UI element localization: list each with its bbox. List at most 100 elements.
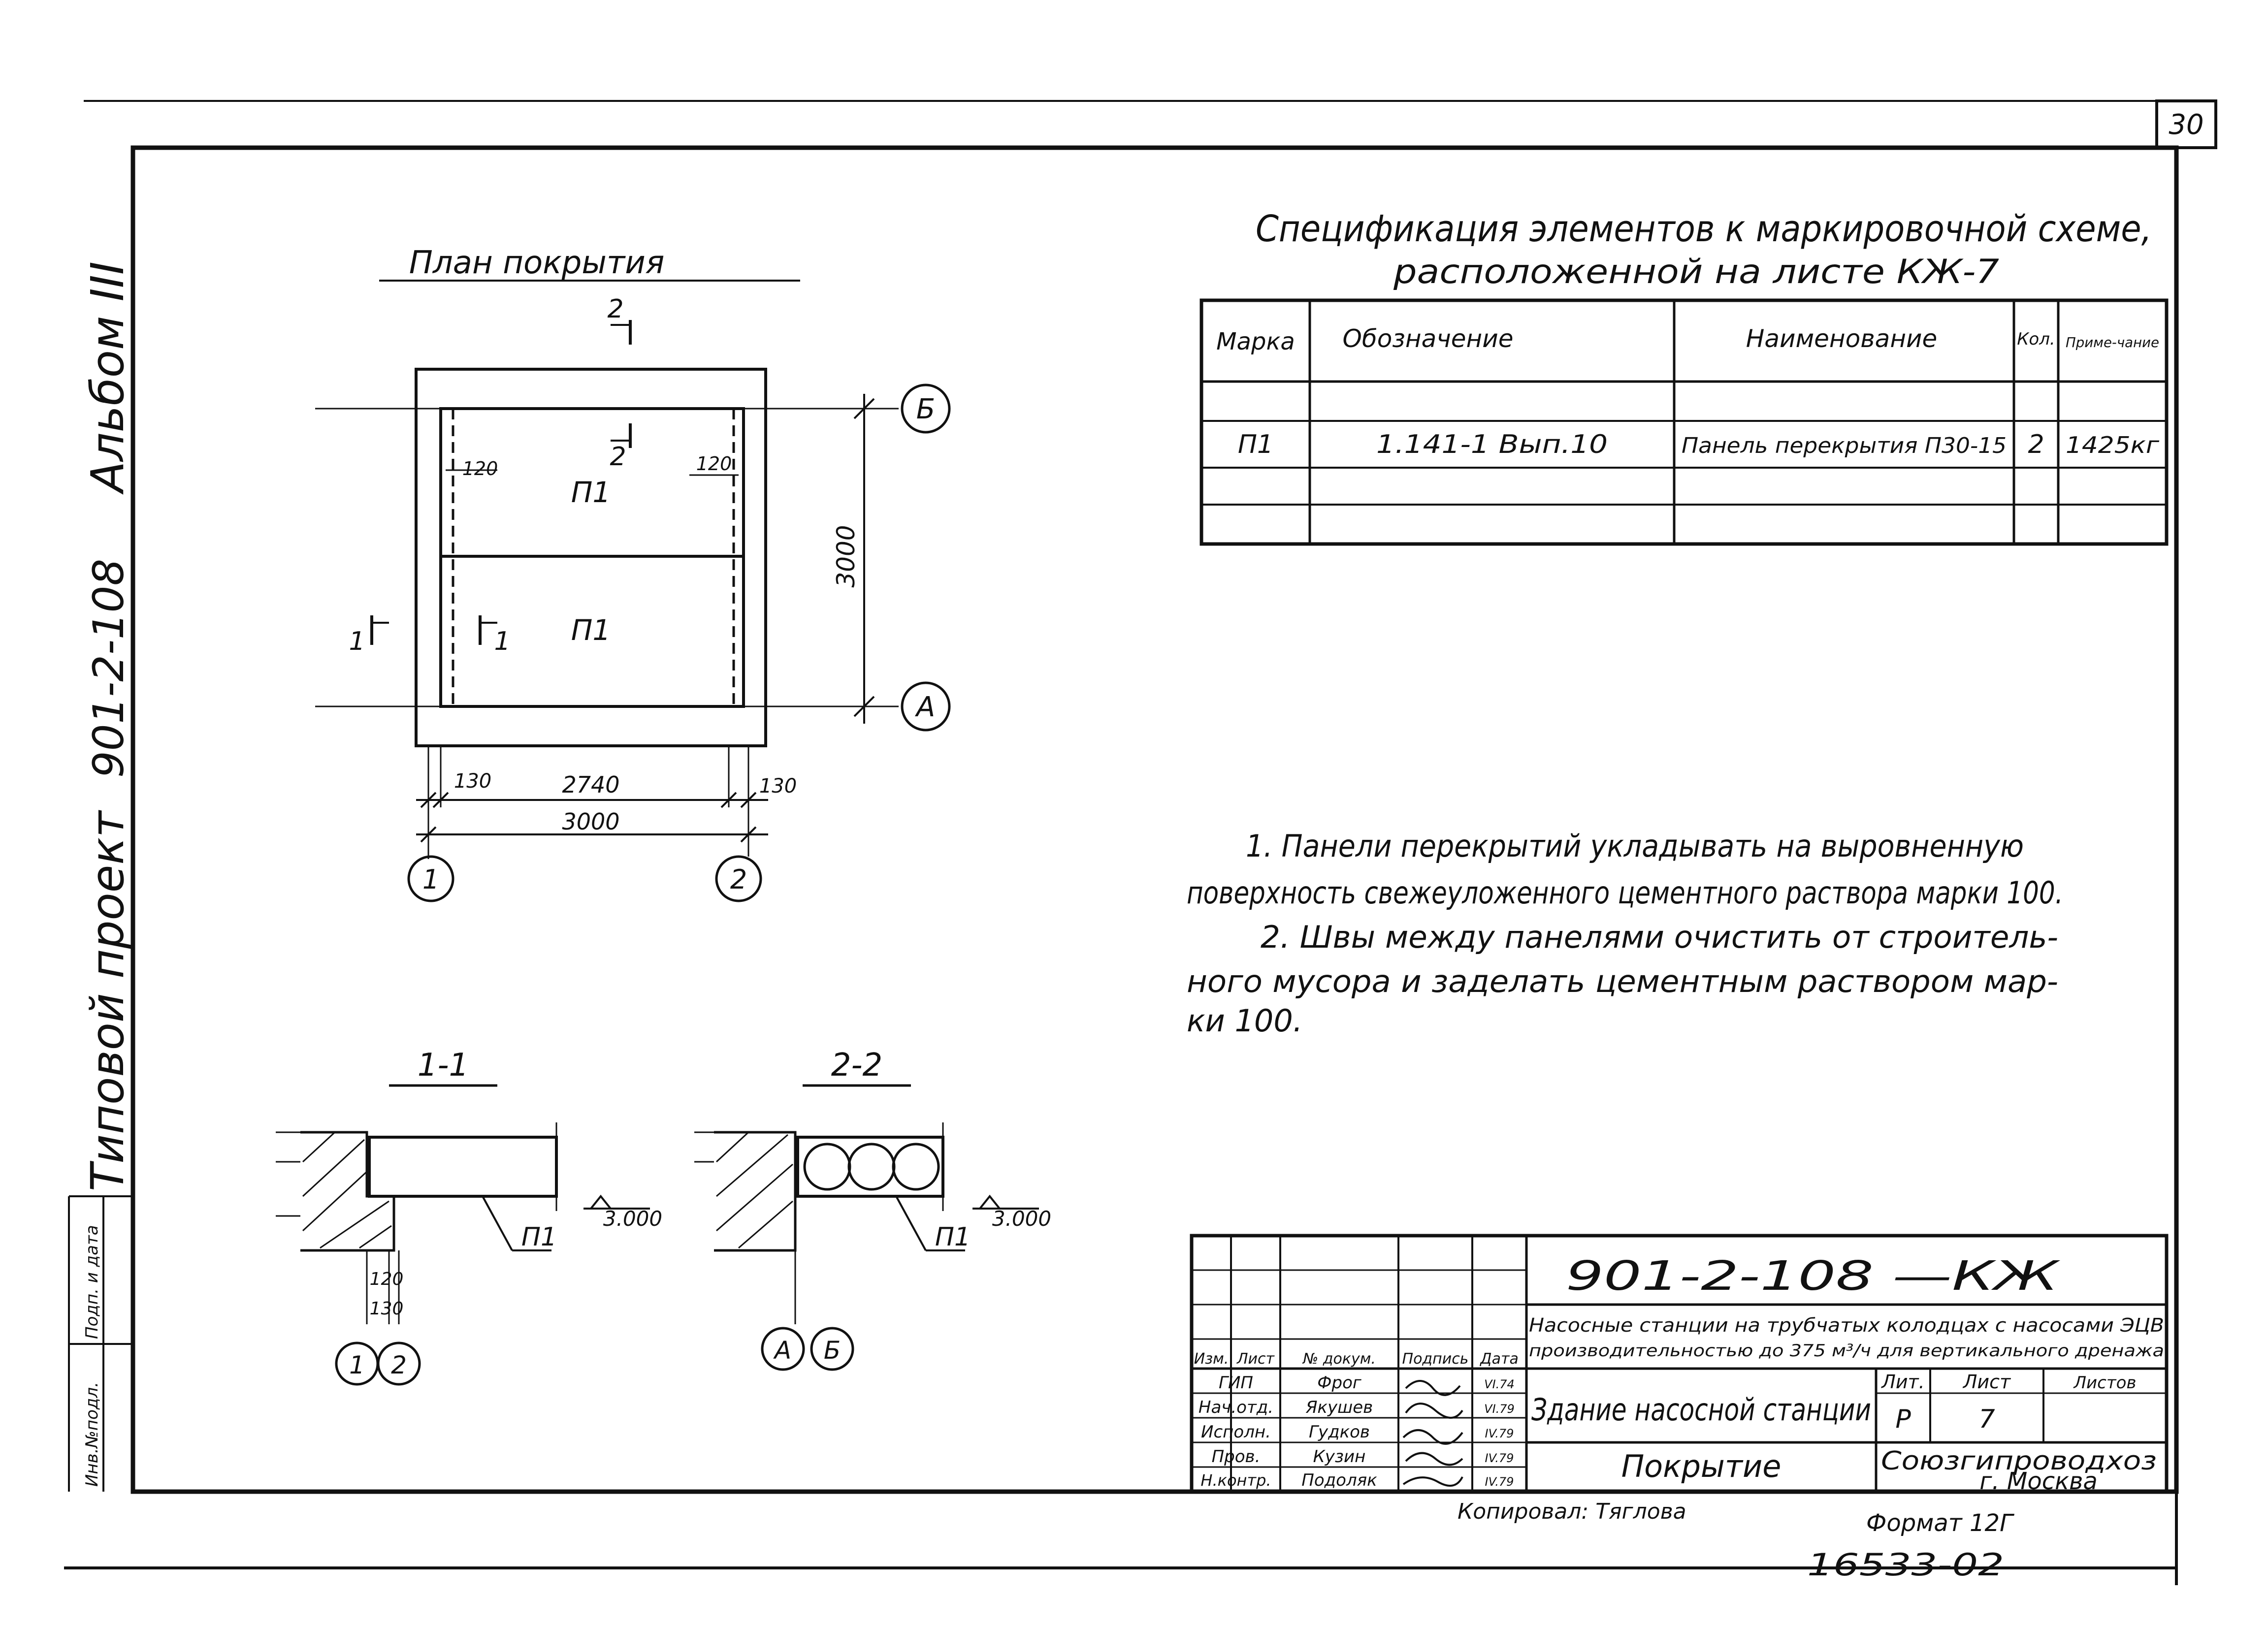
title-sheet-label: Лист xyxy=(1962,1371,2011,1393)
panel-label-upper: П1 xyxy=(571,476,611,509)
title-org-2: г. Москва xyxy=(1979,1468,2098,1495)
staff-role: Н.контр. xyxy=(1200,1471,1271,1490)
note-line: 1. Панели перекрытий укладывать на выров… xyxy=(1246,828,2024,864)
footer-inventory: 16533-02 xyxy=(1807,1547,2004,1583)
signature-scribble xyxy=(1402,1380,1463,1487)
section-1-panel: П1 xyxy=(521,1222,557,1252)
staff-role: Пров. xyxy=(1212,1447,1261,1467)
title-col-header: Подпись xyxy=(1402,1350,1469,1368)
axis-label-b: Б xyxy=(916,393,935,425)
sidebar-album: Альбом III xyxy=(81,261,134,495)
staff-role: Нач.отд. xyxy=(1199,1398,1273,1417)
dim-left-inner: 120 xyxy=(462,458,498,479)
spec-header-note: Приме-чание xyxy=(2066,334,2159,351)
spec-header-name: Наименование xyxy=(1746,324,1938,353)
title-sheet: 7 xyxy=(1978,1405,1995,1434)
plan-wall-outline xyxy=(415,368,767,747)
staff-date: VI.74 xyxy=(1484,1377,1515,1391)
specification: Спецификация элементов к маркировочной с… xyxy=(1199,208,2169,546)
staff-role: ГИП xyxy=(1219,1373,1253,1393)
dim-bottom-mid: 2740 xyxy=(562,771,619,798)
section-1-axis-1: 1 xyxy=(349,1351,365,1379)
footer-format: Формат 12Г xyxy=(1866,1509,2014,1537)
spec-header-qty: Кол. xyxy=(2017,329,2055,349)
title-col-header: Лист xyxy=(1236,1350,1275,1368)
title-col-header: Дата xyxy=(1479,1350,1519,1368)
section-1-1: 1-1 П1 3.000 120 130 1 2 xyxy=(276,1047,662,1386)
note-line: ки 100. xyxy=(1187,1003,1303,1039)
staff-date: IV.79 xyxy=(1485,1427,1514,1440)
axis-label-2: 2 xyxy=(730,864,747,895)
title-col-header: № докум. xyxy=(1302,1350,1376,1368)
note-line: поверхность свежеуложенного цементного р… xyxy=(1187,875,2063,911)
spec-cell: 2 xyxy=(2028,430,2044,459)
spec-header-mark: Марка xyxy=(1216,328,1295,355)
spec-header-designation: Обозначение xyxy=(1343,324,1514,353)
section-2-2: 2-2 П1 3.000 А Б xyxy=(694,1047,1051,1371)
staff-date: IV.79 xyxy=(1485,1451,1514,1465)
staff-name: Подоляк xyxy=(1301,1470,1377,1490)
sidebar-title: Типовой проект xyxy=(81,810,134,1191)
staff-name: Фрог xyxy=(1317,1373,1362,1393)
title-stage: Р xyxy=(1895,1405,1911,1434)
note-line: ного мусора и заделать цементным раствор… xyxy=(1187,963,2058,999)
title-sheets-label: Листов xyxy=(2073,1373,2136,1393)
spec-cell: 1425кг xyxy=(2066,432,2160,458)
spec-cell: 1.141-1 Вып.10 xyxy=(1376,430,1608,459)
staff-date: VI.79 xyxy=(1484,1402,1515,1416)
title-code: 901-2-108 —КЖ xyxy=(1566,1253,2061,1300)
staff-role: Исполн. xyxy=(1201,1422,1271,1442)
title-project-desc-1: Насосные станции на трубчатых колодцах с… xyxy=(1529,1314,2164,1336)
staff-name: Якушев xyxy=(1305,1398,1373,1417)
sheet-number: 30 xyxy=(2169,109,2203,141)
section-2-elevation: 3.000 xyxy=(992,1207,1051,1231)
spec-cell: П1 xyxy=(1238,430,1273,459)
axis-label-1: 1 xyxy=(422,864,439,895)
title-org-1: Союзгипроводхоз xyxy=(1881,1446,2157,1476)
sidebar: Типовой проект 901-2-108 Альбом III Инв.… xyxy=(68,261,134,1492)
title-building: Здание насосной станции xyxy=(1531,1392,1871,1428)
title-col-header: Изм. xyxy=(1194,1350,1229,1368)
stamp-cell-signature: Подп. и дата xyxy=(82,1225,102,1339)
dim-bottom-left: 130 xyxy=(454,770,491,793)
notes: 1. Панели перекрытий укладывать на выров… xyxy=(1187,828,2063,1039)
staff-name: Кузин xyxy=(1313,1447,1366,1467)
staff-name: Гудков xyxy=(1309,1422,1370,1442)
section-mark-2-top: 2 xyxy=(607,294,623,324)
title-sheet-name: Покрытие xyxy=(1621,1448,1782,1484)
footer: Копировал: Тяглова Формат 12Г 16533-02 xyxy=(1458,1499,2014,1583)
title-block: 901-2-108 —КЖ Насосные станции на трубча… xyxy=(1190,1234,2169,1495)
footer-copied: Копировал: Тяглова xyxy=(1458,1499,1686,1524)
plan-view: План покрытия П1 П1 2 2 1 1 120 120 xyxy=(315,245,951,902)
section-1-dim-b: 130 xyxy=(370,1299,404,1319)
section-1-elevation: 3.000 xyxy=(603,1207,662,1231)
section-2-panel: П1 xyxy=(935,1222,971,1252)
section-mark-2-inner: 2 xyxy=(610,442,626,472)
title-project-desc-2: производительностью до 375 м³/ч для верт… xyxy=(1529,1341,2164,1361)
spec-cell: Панель перекрытия П30-15 xyxy=(1682,433,2007,458)
section-1-dim-a: 120 xyxy=(370,1269,404,1289)
sheet-frame: 30 xyxy=(64,99,2217,1585)
stamp-cell-inventory: Инв.№подл. xyxy=(82,1382,102,1487)
panel-label-lower: П1 xyxy=(571,613,611,647)
section-1-axis-2: 2 xyxy=(391,1351,407,1379)
title-stage-label: Лит. xyxy=(1880,1371,1925,1393)
section-2-axis-b: Б xyxy=(824,1336,841,1365)
spec-title-1: Спецификация элементов к маркировочной с… xyxy=(1256,208,2152,250)
section-mark-1-inner: 1 xyxy=(494,627,510,656)
section-1-title: 1-1 xyxy=(418,1047,469,1084)
plan-title: План покрытия xyxy=(409,245,665,281)
staff-date: IV.79 xyxy=(1485,1475,1514,1489)
spec-title-2: расположенной на листе КЖ-7 xyxy=(1393,253,1999,291)
section-mark-1-left: 1 xyxy=(349,627,365,656)
dim-bottom-right: 130 xyxy=(759,775,797,798)
sidebar-project: 901-2-108 xyxy=(84,559,133,778)
section-2-axis-a: А xyxy=(773,1336,791,1365)
note-line: 2. Швы между панелями очистить от строит… xyxy=(1261,919,2058,955)
dim-bottom-total: 3000 xyxy=(562,808,619,835)
dim-height: 3000 xyxy=(832,525,860,587)
axis-label-a: А xyxy=(915,691,935,723)
dim-right-inner: 120 xyxy=(696,453,732,475)
section-2-title: 2-2 xyxy=(831,1047,883,1084)
